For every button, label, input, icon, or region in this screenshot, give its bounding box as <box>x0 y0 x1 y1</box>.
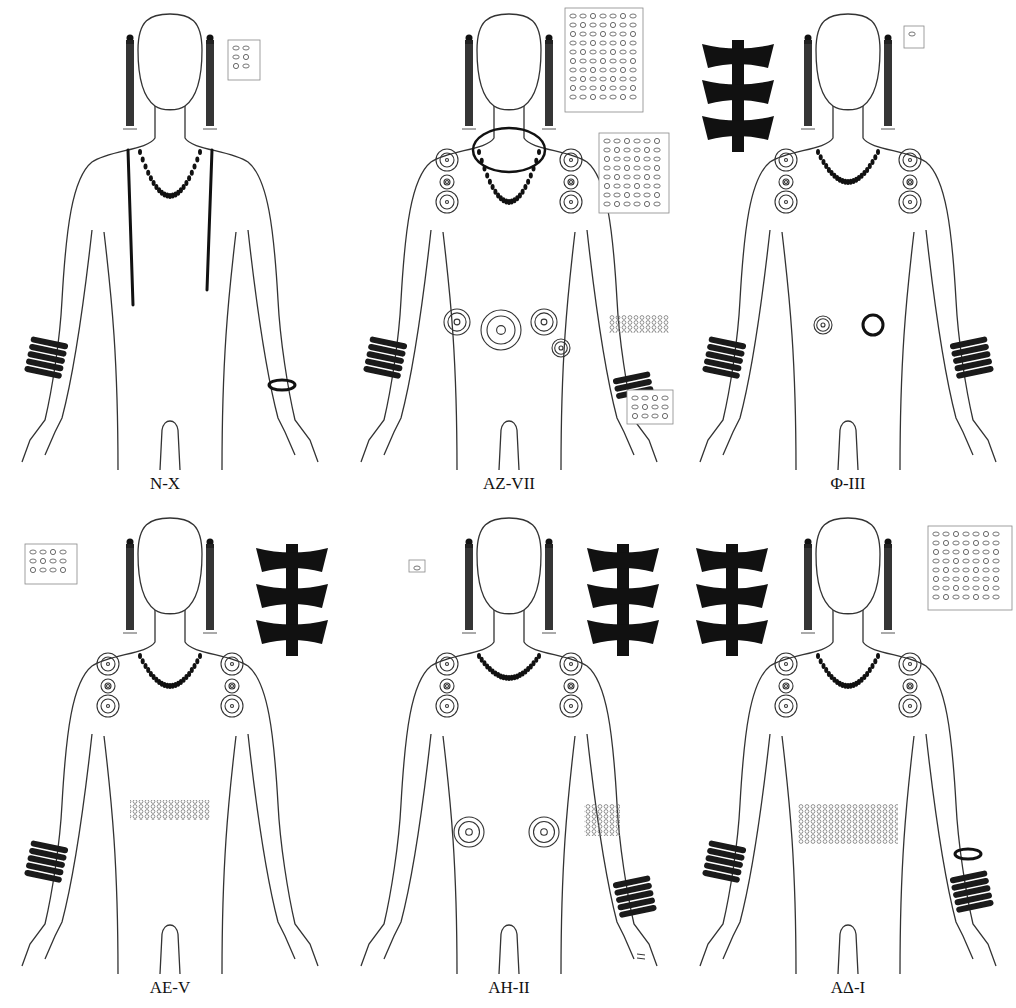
mesh-belt <box>584 804 620 836</box>
bead-necklace <box>816 149 880 185</box>
hair-tassel <box>462 35 476 130</box>
female-figure <box>361 8 673 470</box>
hair-tassel <box>203 539 217 634</box>
bangle <box>955 849 981 859</box>
female-figure <box>700 14 996 470</box>
figure-caption: AΔ-I <box>831 979 866 996</box>
pectoral-pendant <box>702 40 774 152</box>
hair-tassel <box>881 539 895 634</box>
bracelet <box>612 875 657 918</box>
spiral-fibula <box>436 653 458 717</box>
spiral-fibula <box>97 653 119 717</box>
spiral-fibula <box>775 653 797 717</box>
neck-torc <box>473 128 545 172</box>
hair-tassel <box>462 539 476 634</box>
pectoral-pendant <box>696 544 768 656</box>
finds-inset <box>25 544 77 584</box>
spiral-fibula <box>899 149 921 213</box>
spiral-fibula <box>775 149 797 213</box>
bracelet <box>24 840 69 883</box>
mesh-belt <box>798 804 898 844</box>
finds-inset <box>228 40 260 80</box>
hair-tassel <box>801 35 815 130</box>
belt-disc <box>481 310 521 350</box>
belt-disc <box>531 309 557 335</box>
hair-tassel <box>881 35 895 130</box>
belt-disc <box>454 817 484 847</box>
figure-caption: AH-II <box>488 979 530 996</box>
hair-tassel <box>542 539 556 634</box>
spiral-fibula <box>221 653 243 717</box>
bracelet <box>24 336 69 379</box>
hair-tassel <box>801 539 815 634</box>
mesh-belt <box>130 800 210 820</box>
spiral-fibula <box>560 149 582 213</box>
body-outline <box>361 518 657 974</box>
figure-caption: N-X <box>150 475 180 492</box>
bracelet <box>702 840 747 883</box>
bracelet <box>949 336 994 379</box>
finds-inset <box>409 560 425 572</box>
belt-disc <box>444 309 470 335</box>
finger-ring <box>637 954 645 959</box>
belt-ring <box>863 315 883 335</box>
female-figure <box>22 518 328 974</box>
body-outline <box>22 14 318 470</box>
hair-tassel <box>542 35 556 130</box>
female-figure <box>696 518 1012 974</box>
female-figure <box>22 14 318 470</box>
hair-tassel <box>123 539 137 634</box>
finds-inset <box>928 526 1012 610</box>
female-figure <box>361 518 659 974</box>
finds-inset <box>627 390 673 424</box>
belt-disc <box>552 339 570 357</box>
belt-disc <box>814 316 832 334</box>
finds-inset <box>599 133 669 213</box>
bracelet <box>702 336 747 379</box>
mesh-belt <box>609 315 669 333</box>
hair-tassel <box>203 35 217 130</box>
spiral-fibula <box>899 653 921 717</box>
finds-inset <box>565 8 643 112</box>
pectoral-pendant <box>587 544 659 656</box>
bangle <box>269 380 295 390</box>
bead-necklace <box>477 653 541 681</box>
bead-necklace <box>477 149 541 205</box>
hair-tassel <box>123 35 137 130</box>
belt-disc <box>529 817 559 847</box>
bead-necklace <box>816 653 880 689</box>
figure-caption: AZ-VII <box>483 475 535 492</box>
bracelet <box>363 336 408 379</box>
bead-necklace <box>138 149 202 199</box>
pectoral-pendant <box>256 544 328 656</box>
body-outline <box>700 14 996 470</box>
spiral-fibula <box>560 653 582 717</box>
long-pin <box>128 150 212 305</box>
bead-necklace <box>138 653 202 689</box>
figure-caption: AE-V <box>150 979 191 996</box>
body-outline <box>22 518 318 974</box>
spiral-fibula <box>436 149 458 213</box>
finds-inset <box>904 26 924 48</box>
bracelet <box>949 870 994 913</box>
figure-caption: Φ-III <box>830 475 865 492</box>
